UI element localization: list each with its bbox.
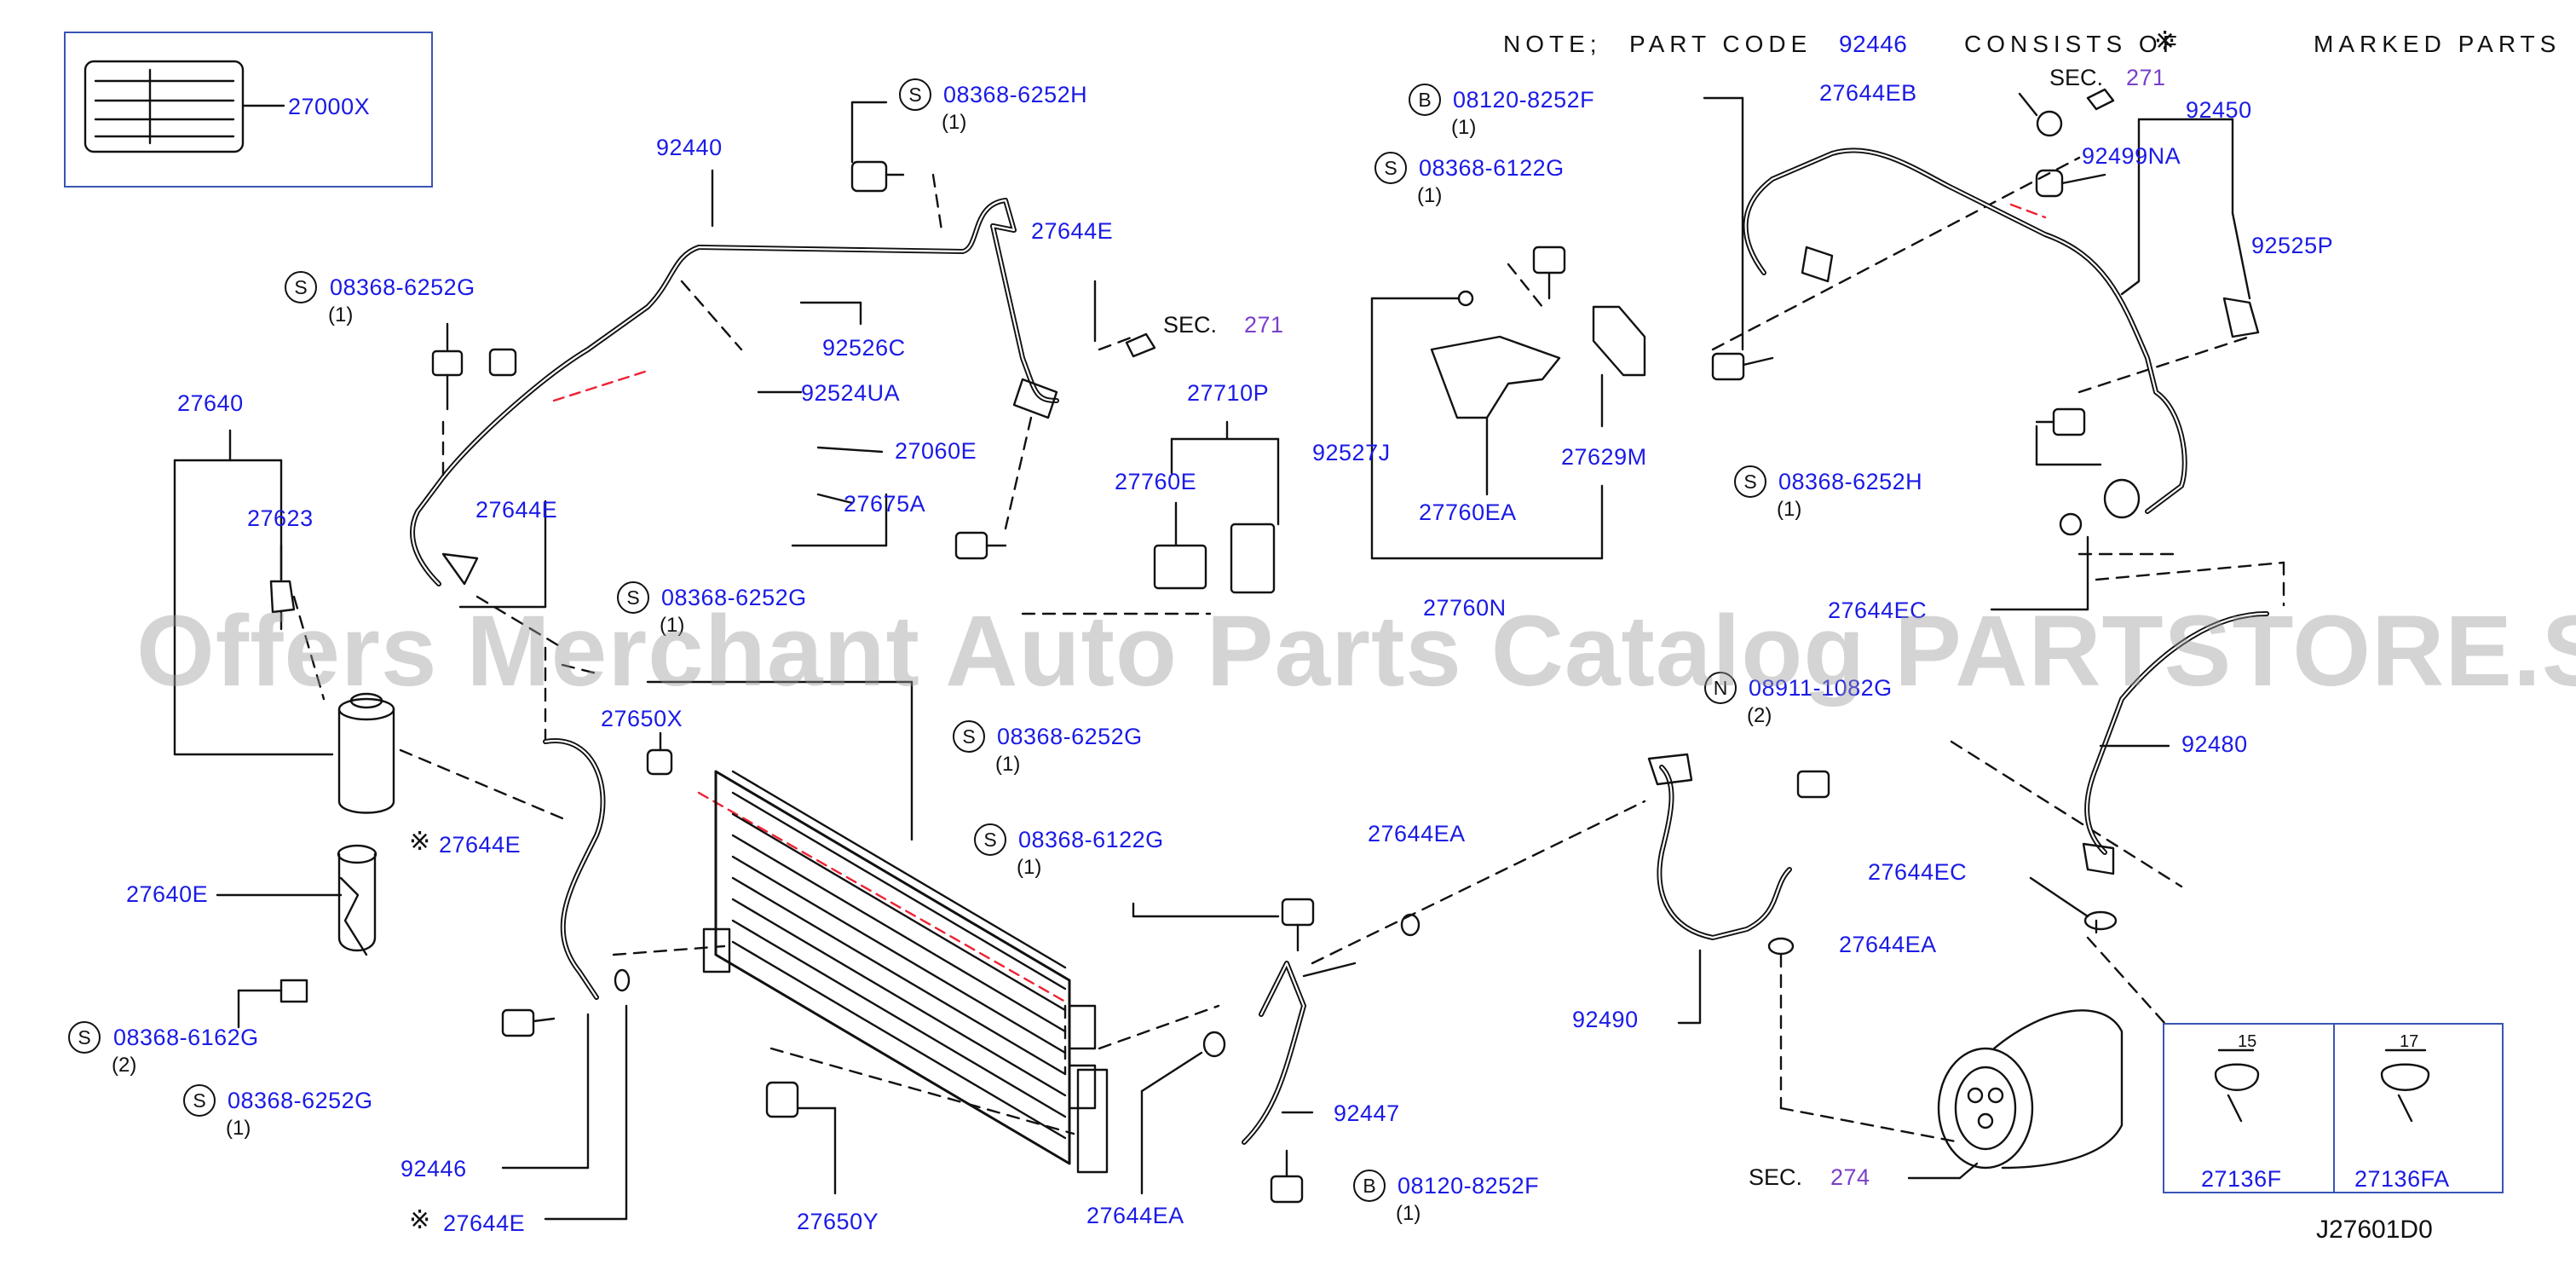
part-27644eb[interactable]: 27644EB xyxy=(1819,80,1917,106)
qty: (2) xyxy=(1747,704,1772,727)
qty: (1) xyxy=(1396,1202,1421,1225)
part-92490[interactable]: 92490 xyxy=(1572,1007,1639,1032)
qty: (1) xyxy=(1777,498,1802,521)
part-08368-6122g[interactable]: 08368-6122G xyxy=(1419,155,1565,181)
part-92524ua[interactable]: 92524UA xyxy=(801,380,901,406)
part-27644e[interactable]: 27644E xyxy=(475,497,558,523)
bolt-icons xyxy=(431,160,2086,1204)
part-27640[interactable]: 27640 xyxy=(177,390,244,416)
badge-s: S xyxy=(68,1021,101,1054)
part-27710p[interactable]: 27710P xyxy=(1187,380,1270,406)
part-08368-6252g[interactable]: 08368-6252G xyxy=(228,1088,373,1113)
part-27760n[interactable]: 27760N xyxy=(1423,595,1507,621)
part-92525p[interactable]: 92525P xyxy=(2251,233,2334,258)
part-08368-6252h[interactable]: 08368-6252H xyxy=(943,82,1088,107)
part-27644e-marked[interactable]: 27644E xyxy=(443,1210,526,1236)
part-08120-8252f[interactable]: 08120-8252F xyxy=(1453,87,1595,113)
qty: (1) xyxy=(660,614,685,637)
part-92447[interactable]: 92447 xyxy=(1334,1100,1400,1126)
badge-b: B xyxy=(1409,84,1441,116)
badge-s: S xyxy=(1734,465,1766,498)
section-ref-prefix: SEC. xyxy=(1163,312,1218,338)
badge-s: S xyxy=(617,581,649,614)
part-92480[interactable]: 92480 xyxy=(2181,731,2248,757)
part-08368-6252h[interactable]: 08368-6252H xyxy=(1778,469,1923,494)
part-08120-8252f[interactable]: 08120-8252F xyxy=(1397,1173,1540,1199)
clip-legend-box xyxy=(2163,1023,2504,1193)
part-08911-1082g[interactable]: 08911-1082G xyxy=(1749,675,1893,701)
section-ref-271[interactable]: 271 xyxy=(2126,65,2166,90)
part-27629m[interactable]: 27629M xyxy=(1561,444,1647,470)
part-08368-6252g[interactable]: 08368-6252G xyxy=(661,585,807,610)
part-08368-6252g[interactable]: 08368-6252G xyxy=(997,724,1143,749)
kit-label-box xyxy=(64,32,433,188)
part-92499na[interactable]: 92499NA xyxy=(2082,143,2181,169)
qty: (2) xyxy=(112,1054,137,1077)
part-92526c[interactable]: 92526C xyxy=(822,335,906,361)
part-27644ea[interactable]: 27644EA xyxy=(1086,1203,1184,1228)
badge-s: S xyxy=(1374,152,1407,184)
note-part-code: PART CODE xyxy=(1629,31,1812,57)
qty: (1) xyxy=(942,111,967,134)
part-27644ec[interactable]: 27644EC xyxy=(1828,598,1928,623)
part-27623[interactable]: 27623 xyxy=(247,505,314,531)
badge-s: S xyxy=(285,271,317,303)
qty: (1) xyxy=(1017,856,1042,879)
part-27644ec[interactable]: 27644EC xyxy=(1868,859,1968,885)
part-27640e[interactable]: 27640E xyxy=(126,881,209,907)
part-08368-6162g[interactable]: 08368-6162G xyxy=(113,1025,259,1050)
part-92450[interactable]: 92450 xyxy=(2186,97,2252,123)
part-08368-6252g[interactable]: 08368-6252G xyxy=(330,274,475,300)
badge-s: S xyxy=(899,78,931,111)
qty: (1) xyxy=(226,1117,251,1140)
qty: (1) xyxy=(1417,184,1443,207)
part-27760ea[interactable]: 27760EA xyxy=(1419,500,1517,525)
section-ref-prefix: SEC. xyxy=(2049,65,2104,90)
part-27644e[interactable]: 27644E xyxy=(1031,218,1114,244)
section-ref-prefix: SEC. xyxy=(1749,1164,1803,1190)
badge-s: S xyxy=(953,720,985,753)
qty: (1) xyxy=(328,303,354,326)
badge-s: S xyxy=(974,823,1006,856)
diagram-code: J27601D0 xyxy=(2316,1216,2433,1244)
part-27136fa[interactable]: 27136FA xyxy=(2354,1166,2450,1192)
part-92527j[interactable]: 92527J xyxy=(1312,440,1391,465)
clip-dim: 17 xyxy=(2400,1032,2419,1051)
clip-dim: 15 xyxy=(2238,1032,2257,1051)
part-92440[interactable]: 92440 xyxy=(656,135,723,160)
note-suffix: MARKED PARTS xyxy=(2314,31,2562,57)
section-ref-274[interactable]: 274 xyxy=(1830,1164,1870,1190)
part-27644ea[interactable]: 27644EA xyxy=(1368,821,1466,846)
part-27644e-marked[interactable]: 27644E xyxy=(439,832,522,858)
qty: (1) xyxy=(995,753,1021,776)
part-27760e[interactable]: 27760E xyxy=(1115,469,1197,494)
part-27644ea[interactable]: 27644EA xyxy=(1839,932,1937,957)
badge-s: S xyxy=(183,1084,216,1117)
watermark: Offers Merchant Auto Parts Catalog PARTS… xyxy=(136,595,2576,708)
badge-b: B xyxy=(1353,1170,1386,1202)
section-ref-271[interactable]: 271 xyxy=(1244,312,1284,338)
part-27650y[interactable]: 27650Y xyxy=(797,1209,879,1234)
part-27675a[interactable]: 27675A xyxy=(844,491,926,517)
part-27000x[interactable]: 27000X xyxy=(288,94,371,119)
note-code[interactable]: 92446 xyxy=(1839,31,1908,57)
qty: (1) xyxy=(1451,116,1477,139)
marked-symbol: ※ xyxy=(409,1206,431,1234)
note-consists: CONSISTS OF xyxy=(1964,31,2182,57)
part-08368-6122g[interactable]: 08368-6122G xyxy=(1018,827,1164,852)
marked-symbol: ※ xyxy=(409,828,431,856)
note-prefix: NOTE; xyxy=(1503,31,1602,57)
part-27650x[interactable]: 27650X xyxy=(601,706,683,731)
badge-n: N xyxy=(1704,672,1737,704)
note-symbol: ※ xyxy=(2154,27,2176,55)
part-27136f[interactable]: 27136F xyxy=(2201,1166,2282,1192)
part-92446[interactable]: 92446 xyxy=(401,1156,467,1181)
part-27060e[interactable]: 27060E xyxy=(895,438,977,464)
